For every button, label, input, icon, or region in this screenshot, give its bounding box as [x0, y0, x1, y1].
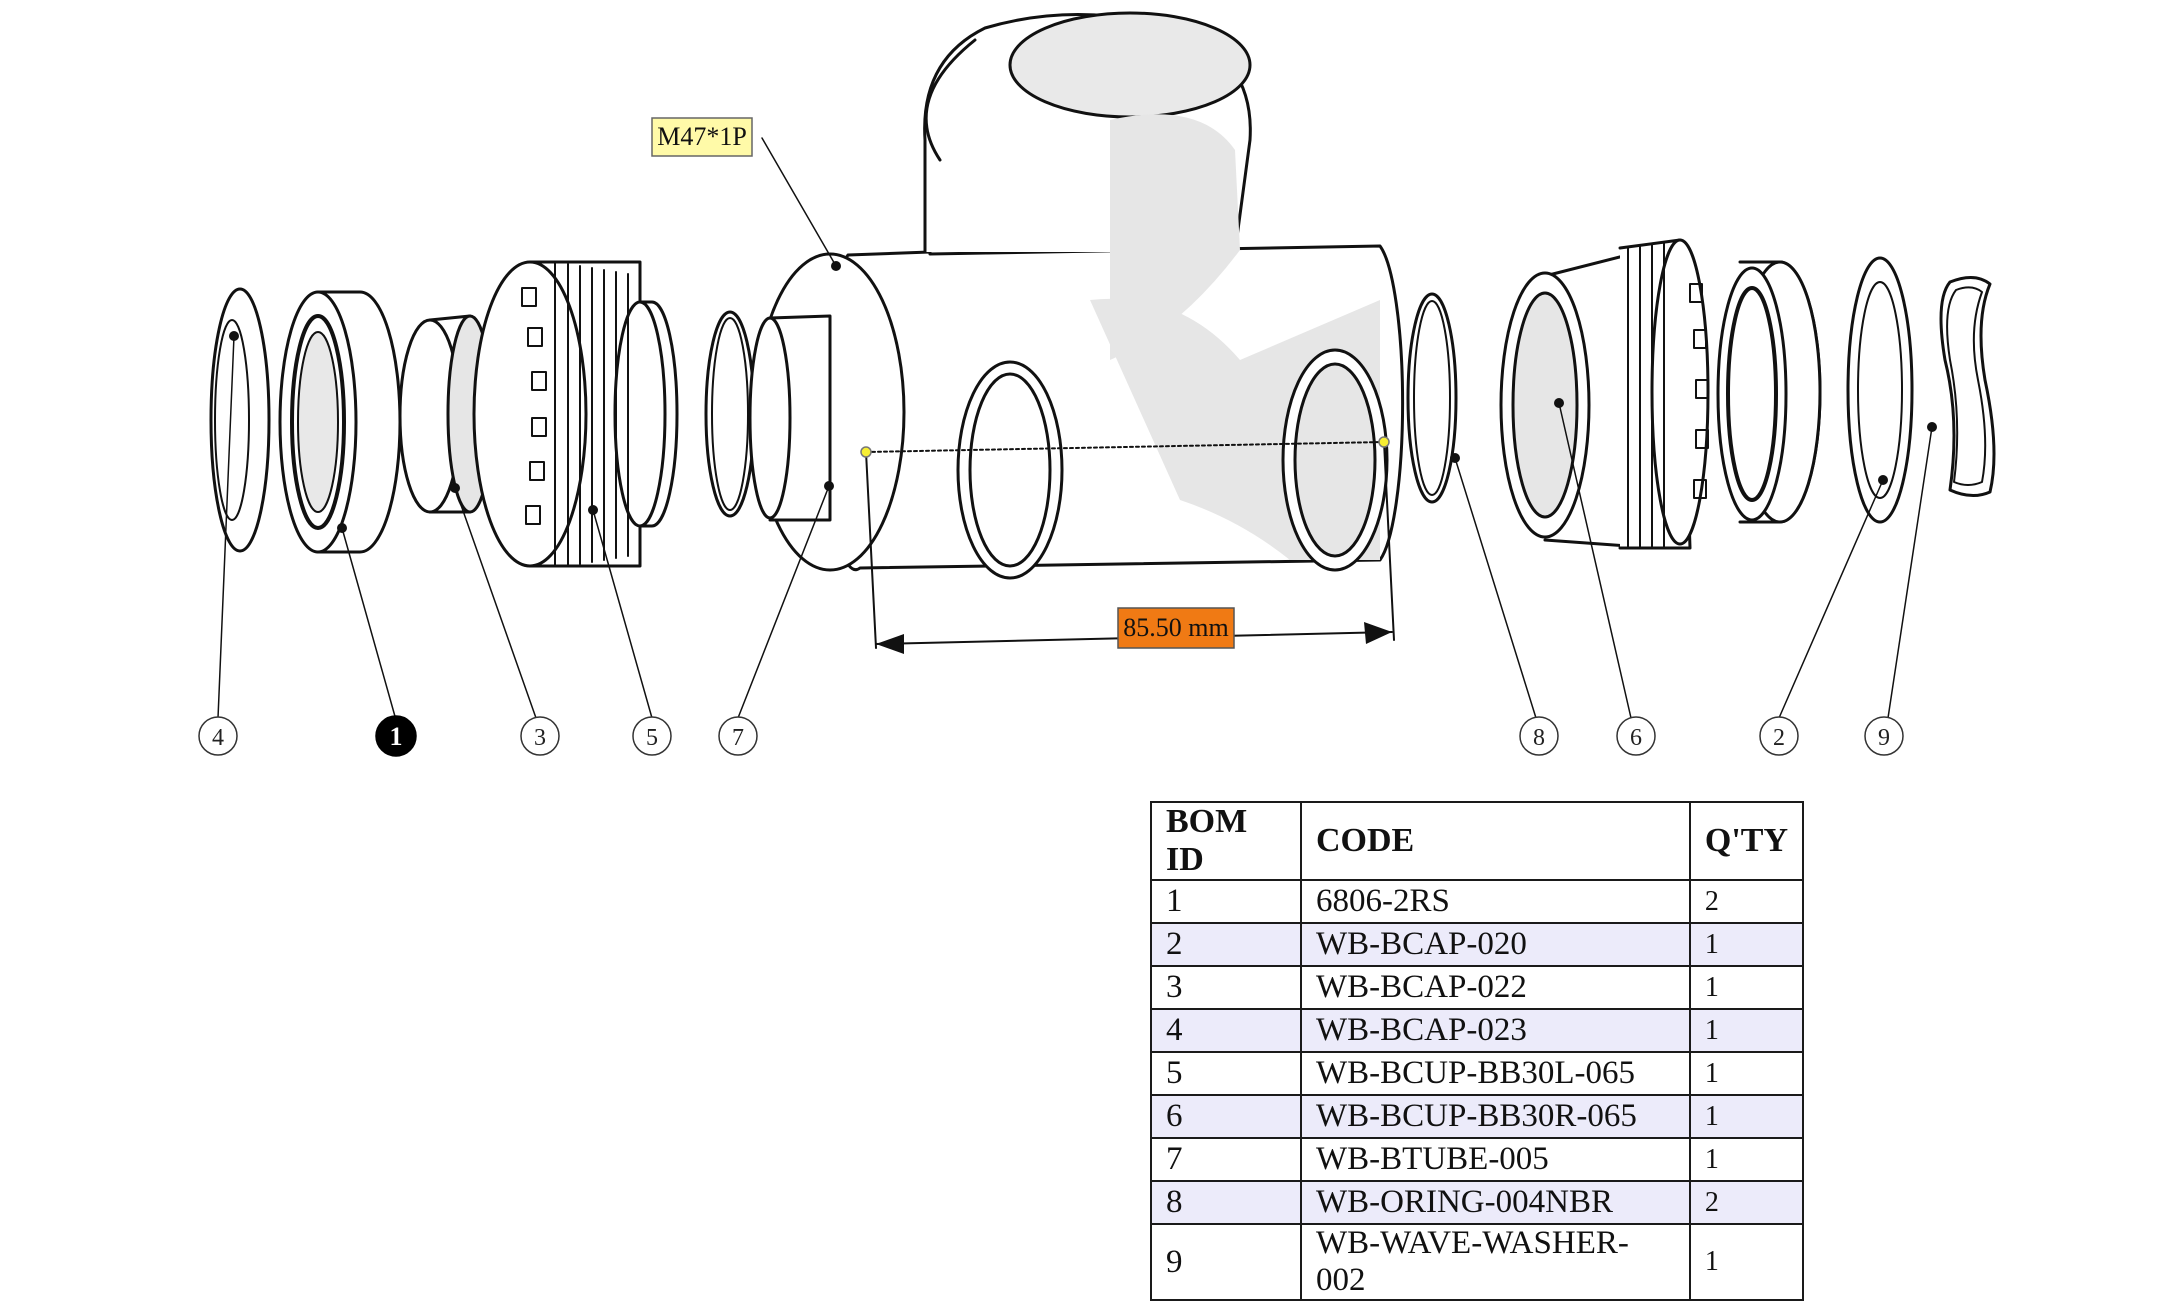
bom-header-row: BOM ID CODE Q'TY: [1150, 801, 1805, 881]
part-7-bb-shell: [748, 11, 1405, 580]
bom-header-id: BOM ID: [1150, 801, 1302, 881]
leader-lines: [217, 137, 1933, 721]
bom-cell-code: WB-BCAP-020: [1300, 922, 1691, 967]
exploded-assembly-drawing: M47*1P 85.50 mm 4 1 3 5 7 8: [198, 11, 1996, 757]
bom-cell-id: 4: [1150, 1008, 1302, 1053]
callout-8-label: 8: [1533, 725, 1545, 751]
bom-cell-id: 5: [1150, 1051, 1302, 1096]
bom-cell-code: WB-ORING-004NBR: [1300, 1180, 1691, 1225]
callout-6-label: 6: [1630, 725, 1642, 751]
bom-cell-code: WB-BCUP-BB30L-065: [1300, 1051, 1691, 1096]
callout-balloons: 4 1 3 5 7 8 6 2: [198, 715, 1904, 757]
callout-1: 1: [375, 715, 417, 757]
part-5-bb-cup-left: [472, 260, 679, 568]
callout-7-label: 7: [732, 725, 744, 751]
bom-cell-code: WB-WAVE-WASHER-002: [1300, 1223, 1691, 1301]
callout-8: 8: [1519, 716, 1559, 756]
bom-cell-qty: 1: [1688, 1094, 1805, 1139]
callout-1-label: 1: [390, 722, 403, 751]
bom-header-qty: Q'TY: [1688, 801, 1805, 881]
callout-5-label: 5: [646, 725, 658, 751]
part-6-bb-cup-right: [1499, 238, 1710, 550]
callout-4-label: 4: [212, 725, 224, 751]
callout-5: 5: [632, 716, 672, 756]
part-2-cap-ring: [1846, 256, 1914, 524]
callout-3-label: 3: [534, 725, 546, 751]
callout-9-label: 9: [1878, 725, 1890, 751]
bom-cell-code: WB-BCAP-022: [1300, 965, 1691, 1010]
bom-cell-qty: 1: [1688, 1008, 1805, 1053]
bom-cell-qty: 1: [1688, 1223, 1805, 1301]
bom-cell-id: 3: [1150, 965, 1302, 1010]
callout-2: 2: [1759, 716, 1799, 756]
dimension-label-text: 85.50 mm: [1123, 613, 1228, 642]
bom-cell-qty: 1: [1688, 1051, 1805, 1096]
thread-label-text: M47*1P: [657, 122, 747, 151]
bom-cell-id: 9: [1150, 1223, 1302, 1301]
leader-dots: [229, 261, 1937, 533]
bom-cell-qty: 1: [1688, 922, 1805, 967]
bom-cell-id: 1: [1150, 879, 1302, 924]
bom-cell-id: 2: [1150, 922, 1302, 967]
part-1-bearing-right: [1716, 260, 1822, 524]
bom-cell-code: 6806-2RS: [1300, 879, 1691, 924]
dimension-label: 85.50 mm: [1117, 607, 1235, 649]
part-9-wave-washer: [1939, 276, 1996, 497]
bom-cell-qty: 1: [1688, 965, 1805, 1010]
callout-9: 9: [1864, 716, 1904, 756]
bom-cell-id: 7: [1150, 1137, 1302, 1182]
bom-cell-qty: 2: [1688, 1180, 1805, 1225]
bom-cell-id: 6: [1150, 1094, 1302, 1139]
callout-6: 6: [1616, 716, 1656, 756]
part-8-oring-left: [704, 310, 756, 518]
bom-cell-qty: 2: [1688, 879, 1805, 924]
thread-label: M47*1P: [651, 117, 753, 157]
bom-cell-code: WB-BCUP-BB30R-065: [1300, 1094, 1691, 1139]
bom-cell-code: WB-BTUBE-005: [1300, 1137, 1691, 1182]
callout-3: 3: [520, 716, 560, 756]
part-1-bearing-left: [278, 290, 402, 554]
part-8-oring-right: [1406, 292, 1458, 504]
bom-cell-id: 8: [1150, 1180, 1302, 1225]
callout-2-label: 2: [1773, 725, 1785, 751]
part-4-cap: [209, 287, 271, 553]
callout-7: 7: [718, 716, 758, 756]
bom-cell-code: WB-BCAP-023: [1300, 1008, 1691, 1053]
bom-header-code: CODE: [1300, 801, 1691, 881]
bom-cell-qty: 1: [1688, 1137, 1805, 1182]
callout-4: 4: [198, 716, 238, 756]
